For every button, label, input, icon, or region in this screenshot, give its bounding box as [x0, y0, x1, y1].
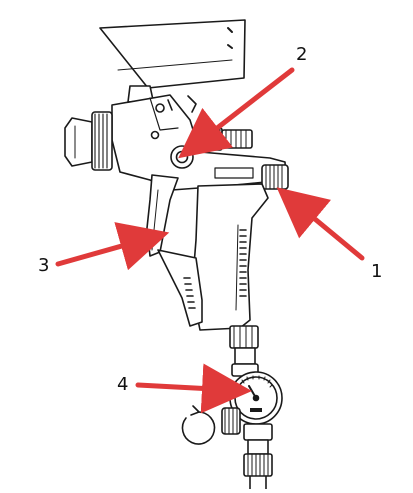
arrow-3 [55, 222, 170, 271]
callout-label-1: 1 [371, 261, 383, 282]
trigger [146, 174, 179, 257]
hose-connector [243, 423, 273, 490]
arrow-1 [276, 187, 365, 261]
arrow-2 [178, 67, 295, 159]
air-cap [64, 111, 113, 171]
arrow-4 [135, 363, 252, 414]
callout-label-3: 3 [38, 255, 50, 276]
rotate-arrow-icon [181, 405, 216, 445]
paint-cup [99, 19, 246, 103]
callout-label-4: 4 [117, 374, 129, 395]
regulator-knob [221, 407, 241, 435]
grip-lower [157, 249, 203, 327]
fan-adjust-knob [199, 127, 253, 151]
handle [191, 183, 269, 331]
fluid-adjust-knob [261, 164, 289, 190]
callout-label-2: 2 [296, 44, 308, 65]
air-inlet [229, 325, 259, 377]
micro-adjust-screw [170, 145, 194, 169]
